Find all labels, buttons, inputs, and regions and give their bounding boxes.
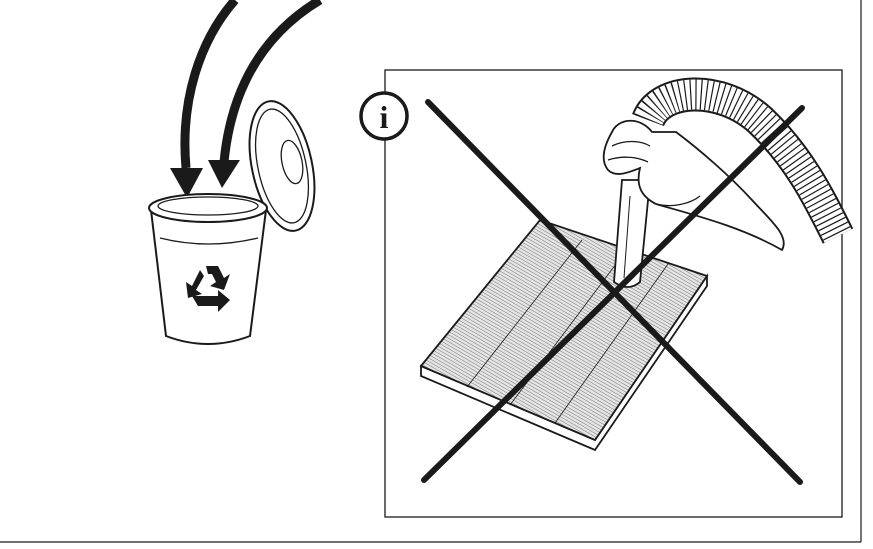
arrow-head-icon	[208, 160, 240, 188]
bin-body	[150, 209, 267, 345]
cross-out-icon	[421, 99, 805, 485]
curved-arrow-icon	[219, 0, 323, 163]
disposal-arrows-icon	[170, 0, 323, 198]
hose-nozzle	[613, 179, 651, 288]
info-label: i	[380, 99, 389, 135]
recycle-icon	[186, 266, 230, 312]
hand	[602, 119, 785, 252]
info-icon: i	[359, 91, 409, 141]
bin-rim	[148, 193, 268, 223]
arrow-head-icon	[170, 168, 203, 198]
curved-arrow-icon	[180, 0, 239, 169]
vacuum-cleaner-hose	[602, 77, 854, 288]
recycle-bin-icon	[148, 100, 316, 345]
